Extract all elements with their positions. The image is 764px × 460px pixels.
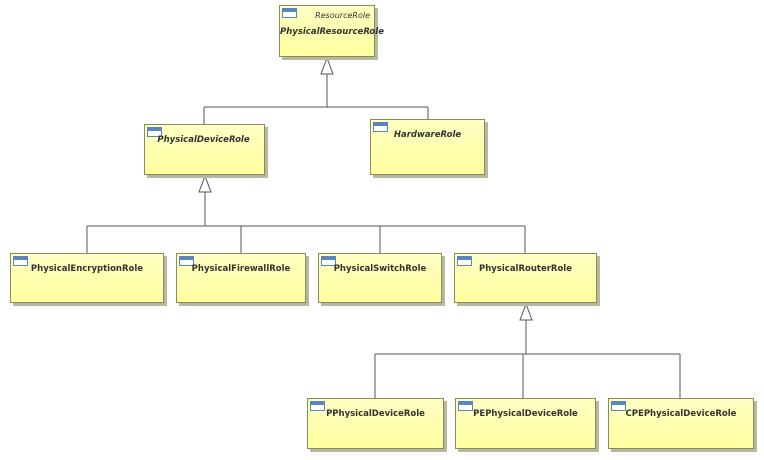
class-physical-router-role[interactable]: PhysicalRouterRole — [454, 253, 597, 303]
class-cpe-physical-device-role[interactable]: CPEPhysicalDeviceRole — [608, 398, 754, 449]
class-name: HardwareRole — [393, 130, 462, 140]
class-icon — [321, 256, 336, 266]
class-pe-physical-device-role[interactable]: PEPhysicalDeviceRole — [455, 398, 596, 449]
class-stereotype: ResourceRole — [315, 11, 370, 20]
class-physical-resource-role[interactable]: ResourceRole PhysicalResourceRole — [279, 5, 384, 57]
class-physical-encryption-role[interactable]: PhysicalEncryptionRole — [10, 253, 164, 303]
class-icon — [611, 401, 626, 411]
class-name: CPEPhysicalDeviceRole — [625, 409, 737, 419]
inheritance-arrowhead — [198, 174, 212, 193]
class-physical-firewall-role[interactable]: PhysicalFirewallRole — [176, 253, 306, 303]
class-pphysical-device-role[interactable]: PPhysicalDeviceRole — [307, 398, 444, 449]
class-name: PhysicalRouterRole — [478, 264, 572, 274]
class-physical-device-role[interactable]: PhysicalDeviceRole — [144, 124, 265, 175]
inheritance-arrowhead — [519, 302, 533, 321]
class-icon — [310, 401, 325, 411]
class-name: PhysicalResourceRole — [280, 27, 384, 37]
inheritance-arrowhead — [320, 56, 334, 75]
class-name: PEPhysicalDeviceRole — [473, 409, 578, 419]
class-name: PhysicalDeviceRole — [157, 135, 250, 145]
class-name: PhysicalFirewallRole — [191, 264, 291, 274]
class-name: PhysicalEncryptionRole — [30, 264, 144, 274]
class-name: PhysicalSwitchRole — [333, 264, 427, 274]
class-icon — [373, 122, 388, 132]
class-icon — [179, 256, 194, 266]
class-hardware-role[interactable]: HardwareRole — [370, 119, 485, 175]
class-icon — [457, 256, 472, 266]
class-icon — [282, 8, 297, 18]
class-icon — [458, 401, 473, 411]
class-icon — [13, 256, 28, 266]
class-icon — [147, 127, 162, 137]
class-physical-switch-role[interactable]: PhysicalSwitchRole — [318, 253, 442, 303]
class-name: PPhysicalDeviceRole — [326, 409, 425, 419]
